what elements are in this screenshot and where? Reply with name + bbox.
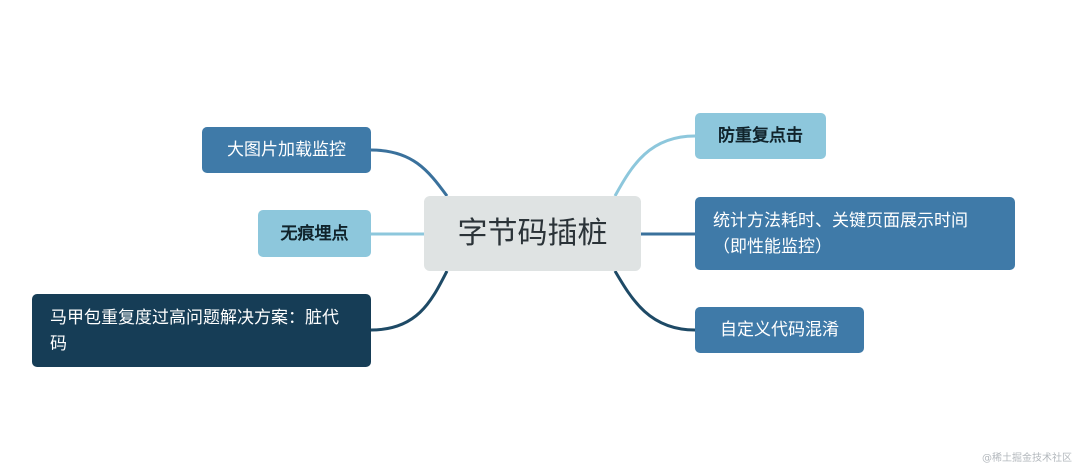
branch-label: 统计方法耗时、关键页面展示时间（即性能监控） xyxy=(713,210,968,257)
branch-custom-obfuscation: 自定义代码混淆 xyxy=(695,307,864,353)
branch-label: 自定义代码混淆 xyxy=(720,320,839,340)
connector-dedupe xyxy=(613,134,696,197)
branch-performance-monitoring: 统计方法耗时、关键页面展示时间（即性能监控） xyxy=(695,197,1015,270)
central-topic-label: 字节码插桩 xyxy=(457,215,608,251)
watermark: @稀土掘金技术社区 xyxy=(982,453,1072,464)
connector-obfuscate xyxy=(613,270,696,332)
branch-prevent-repeat-click: 防重复点击 xyxy=(695,113,826,159)
connector-vest xyxy=(370,270,449,332)
branch-vest-package-solution: 马甲包重复度过高问题解决方案：脏代码 xyxy=(32,294,371,367)
branch-label: 大图片加载监控 xyxy=(227,140,346,160)
branch-label: 防重复点击 xyxy=(718,126,803,146)
branch-label: 无痕埋点 xyxy=(280,223,349,244)
connector-big-image xyxy=(370,148,449,197)
branch-traceless-tracking: 无痕埋点 xyxy=(258,210,371,257)
central-topic: 字节码插桩 xyxy=(424,196,641,271)
branch-label: 马甲包重复度过高问题解决方案：脏代码 xyxy=(50,307,339,354)
branch-big-image-monitoring: 大图片加载监控 xyxy=(202,127,371,173)
